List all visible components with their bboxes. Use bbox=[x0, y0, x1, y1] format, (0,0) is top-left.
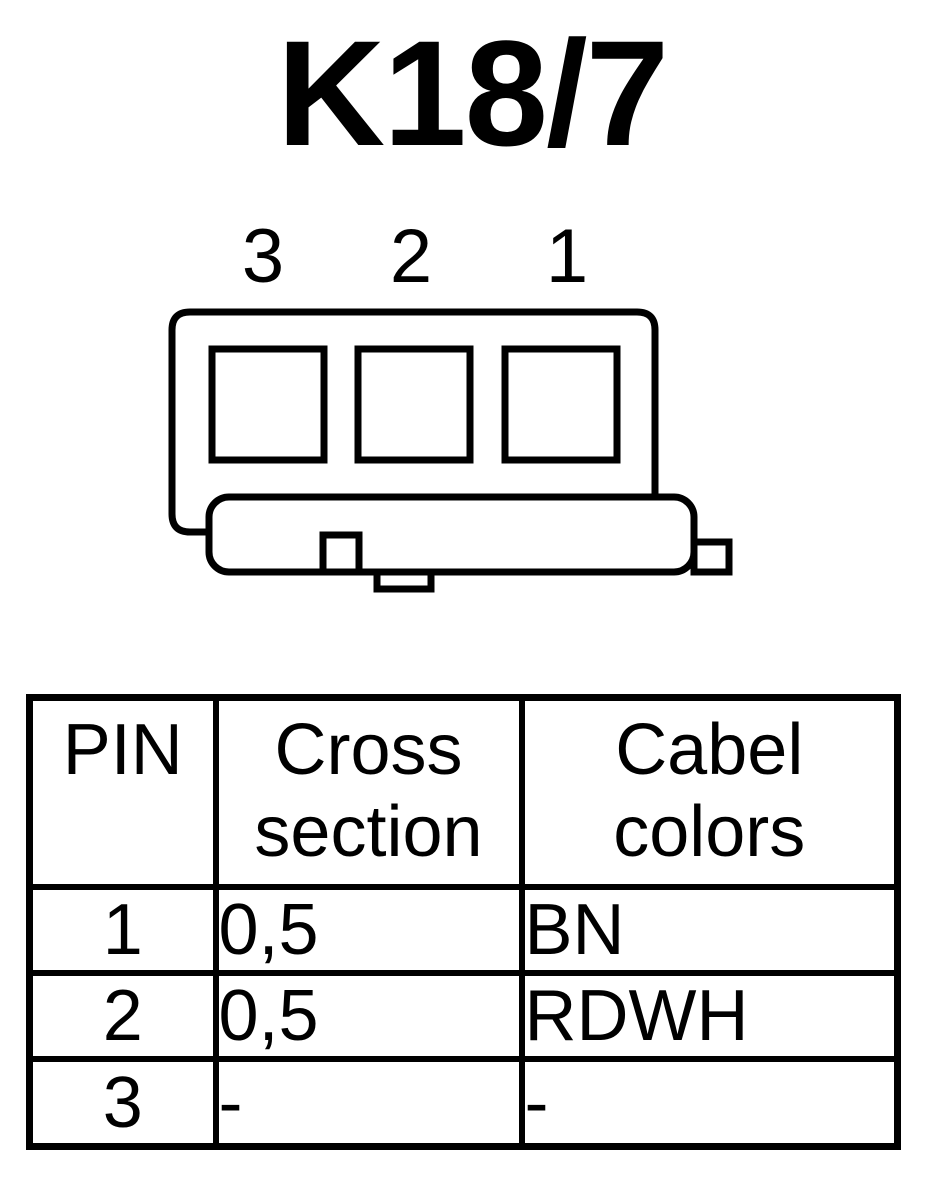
header-pin: PIN bbox=[26, 694, 219, 890]
pin-cell: 3 bbox=[26, 1056, 219, 1150]
side-tab bbox=[690, 538, 733, 576]
cross-section-cell: 0,5 bbox=[212, 969, 525, 1063]
pin-cell: 2 bbox=[26, 969, 219, 1063]
connector-diagram: 3 2 1 bbox=[168, 214, 733, 593]
header-cross-section-line1: Cross bbox=[274, 710, 463, 790]
header-cross-section-line2: section bbox=[254, 792, 483, 872]
table-row: 1 0,5 BN bbox=[26, 883, 901, 977]
cross-section-cell: 0,5 bbox=[212, 883, 525, 977]
connector-latch bbox=[205, 493, 698, 576]
pin-cell: 1 bbox=[26, 883, 219, 977]
pin-cavity-1 bbox=[501, 345, 621, 464]
table-row: 2 0,5 RDWH bbox=[26, 969, 901, 1063]
table-header-row: PIN Cross section Cabel colors bbox=[26, 694, 901, 890]
connector-title: K18/7 bbox=[276, 9, 669, 177]
color-cell: - bbox=[518, 1056, 901, 1150]
latch-tab bbox=[319, 531, 363, 576]
header-cable-colors-line2: colors bbox=[613, 792, 806, 872]
bottom-key bbox=[373, 568, 435, 593]
pin-label-3: 3 bbox=[242, 214, 284, 299]
pin-cavity-2 bbox=[354, 345, 474, 464]
table-row: 3 - - bbox=[26, 1056, 901, 1150]
header-cable-colors: Cabel colors bbox=[518, 694, 901, 890]
header-cable-colors-line1: Cabel bbox=[615, 710, 804, 790]
pin-table: PIN Cross section Cabel colors 1 0,5 BN … bbox=[26, 694, 901, 1150]
pin-label-2: 2 bbox=[390, 214, 432, 299]
color-cell: RDWH bbox=[518, 969, 901, 1063]
pin-label-1: 1 bbox=[546, 214, 588, 299]
connector-housing bbox=[168, 308, 659, 536]
color-cell: BN bbox=[518, 883, 901, 977]
header-cross-section: Cross section bbox=[212, 694, 525, 890]
cross-section-cell: - bbox=[212, 1056, 525, 1150]
pin-cavity-3 bbox=[208, 345, 328, 464]
